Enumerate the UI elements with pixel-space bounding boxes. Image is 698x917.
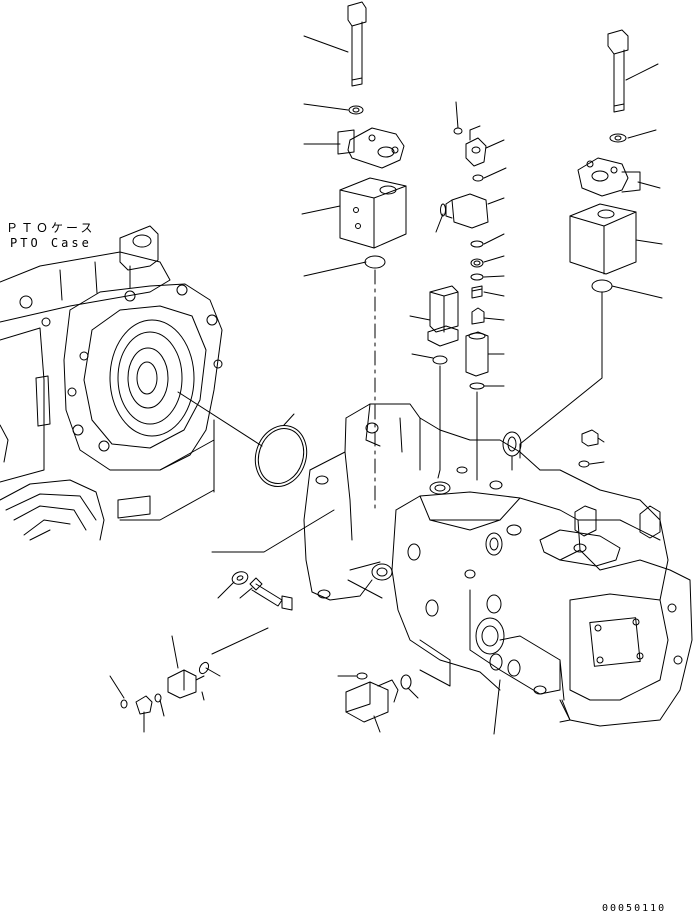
center-fittings-stack	[427, 125, 489, 481]
leader-lines	[109, 35, 663, 735]
drawing-code: 00050110	[602, 903, 667, 914]
left-flange-stack	[337, 1, 407, 511]
pto-case-label-jp: ＰＴＯケース	[6, 221, 96, 235]
pump-assembly-drawing	[303, 403, 693, 727]
right-flange-stack	[519, 29, 641, 459]
pto-case-drawing	[0, 225, 223, 541]
pto-case-label-en: PTO Case	[10, 236, 92, 250]
large-o-ring	[177, 391, 308, 487]
small-parts-group	[120, 429, 599, 723]
